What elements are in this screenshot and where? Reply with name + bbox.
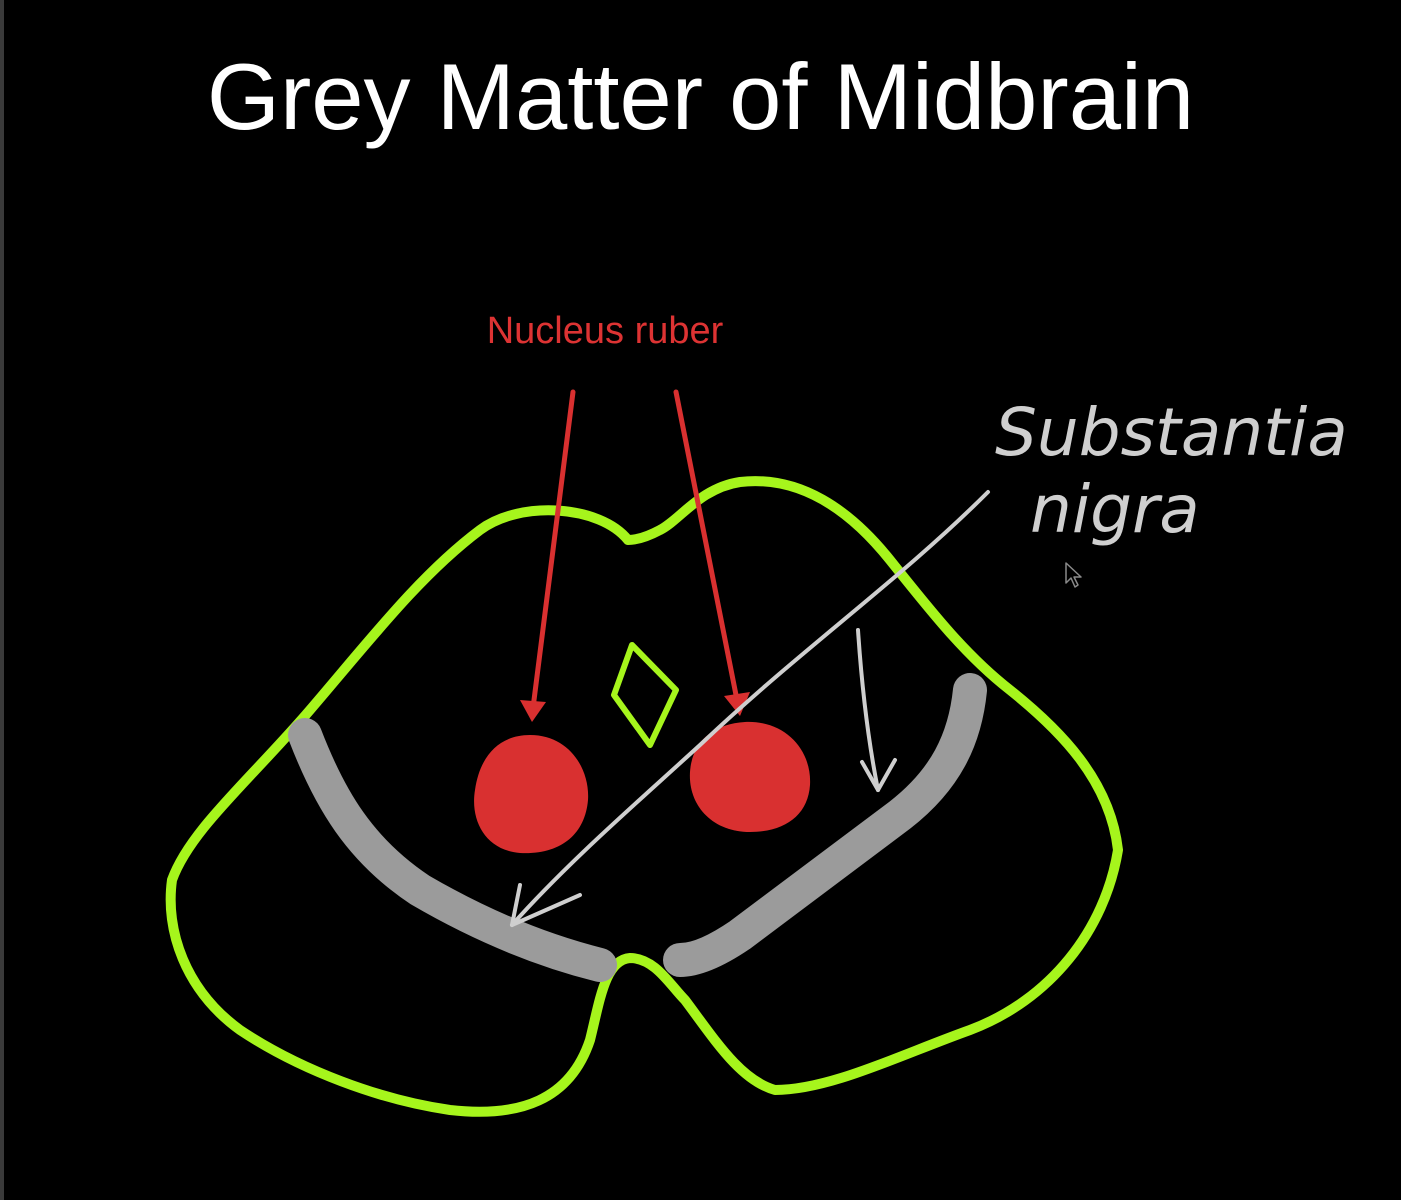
cerebral-aqueduct (611, 642, 679, 748)
label-nucleus-ruber: Nucleus ruber (487, 310, 724, 352)
label-substantia-nigra-line2: nigra (1030, 471, 1200, 548)
substantia-nigra-arrows (510, 490, 990, 927)
substantia-nigra-right (663, 673, 987, 977)
nucleus-ruber-right (689, 721, 811, 832)
label-substantia-nigra-line1: Substantia (995, 394, 1348, 471)
nucleus-ruber-left (474, 735, 589, 854)
midbrain-outline (165, 476, 1123, 1117)
nucleus-ruber-arrows (520, 389, 750, 722)
slide-title: Grey Matter of Midbrain (206, 44, 1195, 149)
slide-left-edge (0, 0, 4, 1200)
substantia-nigra-left (288, 718, 617, 982)
cursor-icon (1065, 562, 1082, 588)
